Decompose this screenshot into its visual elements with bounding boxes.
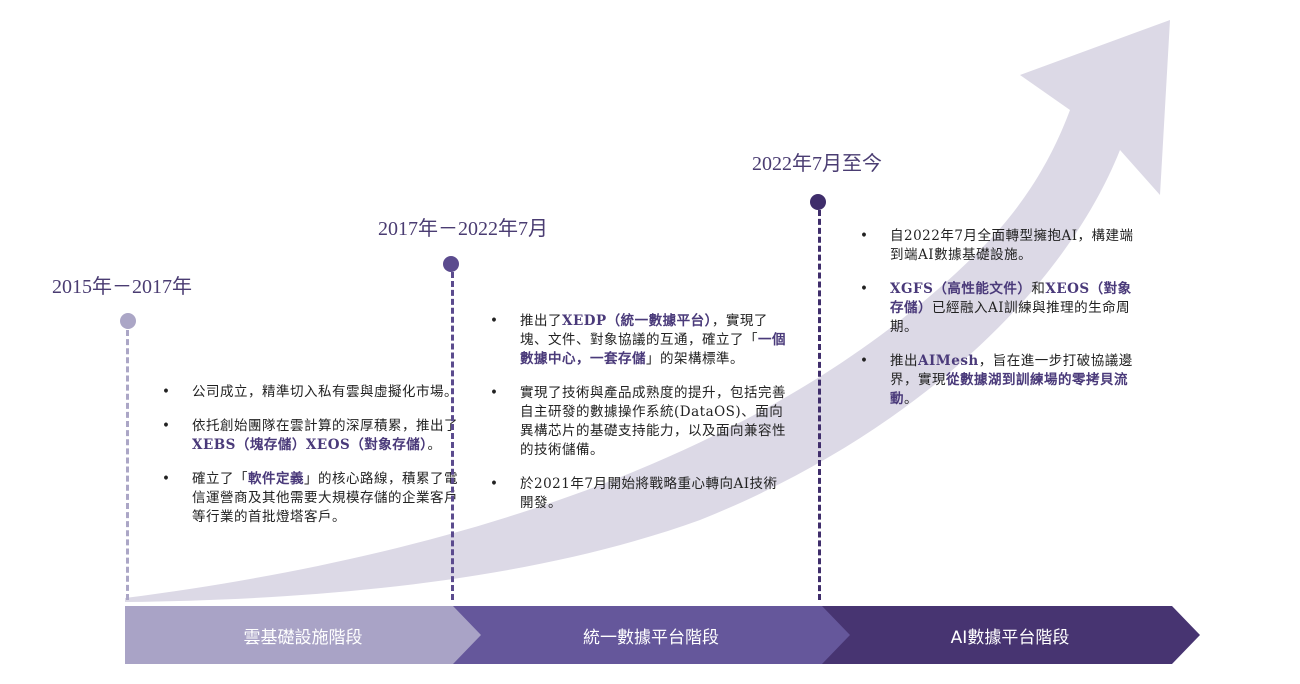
bullet-item: • 自2022年7月全面轉型擁抱AI，構建端到端AI數據基礎設施。 (860, 227, 1140, 265)
bullet-item: • XGFS（高性能文件）和XEOS（對象存儲）已經融入AI訓練與推理的生命周期。 (860, 280, 1140, 337)
bullet-icon: • (490, 313, 499, 329)
bullet-text: 。 (427, 437, 442, 453)
bullet-text: 」的架構標準。 (646, 351, 744, 367)
timeline-dot (443, 256, 459, 272)
timeline-dot (810, 194, 826, 210)
bullet-icon: • (490, 476, 499, 492)
phase-bullets: • 推出了XEDP（統一數據平台），實現了塊、文件、對象協議的互通，確立了「一個數… (490, 312, 790, 528)
highlighted-text: 從數據湖到訓練場的零拷貝流動 (890, 372, 1128, 407)
phase-bullets: • 自2022年7月全面轉型擁抱AI，構建端到端AI數據基礎設施。 • XGFS（高性… (860, 227, 1140, 424)
stage-band-1: 雲基礎設施階段 (125, 606, 481, 664)
stage-band-3: AI數據平台階段 (820, 606, 1200, 664)
phase-year: 2015年－2017年 (52, 276, 192, 298)
bullet-text: 確立了「 (192, 471, 248, 487)
bullet-text: 推出了 (520, 313, 562, 329)
bullet-item: • 實現了技術與產品成熟度的提升，包括完善自主研發的數據操作系統(DataOS)、… (490, 384, 790, 460)
highlighted-text: XEOS（對象存儲） (890, 281, 1132, 316)
highlighted-text: XEDP（統一數據平台） (562, 313, 712, 329)
bullet-text: 推出 (890, 353, 918, 369)
highlighted-text: 一個數據中心，一套存儲 (520, 332, 786, 367)
highlighted-text: 軟件定義 (248, 471, 304, 487)
bullet-icon: • (860, 281, 869, 297)
highlighted-text: XGFS（高性能文件） (890, 281, 1032, 297)
timeline-dashed-line (451, 272, 454, 600)
bullet-item: • 確立了「軟件定義」的核心路線，積累了電信運營商及其他需要大規模存儲的企業客戶等… (162, 470, 462, 527)
bullet-text: ，實現了塊、文件、對象協議的互通，確立了「 (520, 313, 768, 348)
bullet-icon: • (860, 353, 869, 369)
bullet-text: ，旨在進一步打破協議邊界，實現 (890, 353, 1133, 388)
timeline-dot (120, 313, 136, 329)
bullet-text: 依托創始團隊在雲計算的深厚積累，推出了 (192, 418, 458, 434)
phase-year: 2017年－2022年7月 (378, 218, 548, 240)
stage-band-2: 統一數據平台階段 (452, 606, 850, 664)
bullet-text: 公司成立，精準切入私有雲與虛擬化市場。 (192, 384, 458, 400)
growth-arrow-body (125, 20, 1170, 602)
bullet-icon: • (490, 385, 499, 401)
stage-label: AI數據平台階段 (950, 627, 1070, 648)
bullet-text: 已經融入AI訓練與推理的生命周期。 (890, 300, 1131, 335)
highlighted-text: AIMesh (918, 353, 979, 369)
phase-bullets: • 公司成立，精準切入私有雲與虛擬化市場。 • 依托創始團隊在雲計算的深厚積累，推出了… (162, 383, 462, 542)
bullet-text: 實現了技術與產品成熟度的提升，包括完善自主研發的數據操作系統(DataOS)、面… (520, 385, 786, 458)
bullet-icon: • (162, 471, 171, 487)
bullet-text: 和 (1031, 281, 1046, 297)
stage-label: 雲基礎設施階段 (243, 627, 363, 648)
bullet-item: • 依托創始團隊在雲計算的深厚積累，推出了 XEBS（塊存儲）XEOS（對象存儲）。 (162, 417, 462, 455)
bullet-text: 。 (904, 391, 918, 407)
phase-year: 2022年7月至今 (752, 153, 882, 175)
bullet-text: 於2021年7月開始將戰略重心轉向AI技術開發。 (520, 476, 778, 511)
bullet-icon: • (162, 384, 171, 400)
bullet-item: • 於2021年7月開始將戰略重心轉向AI技術開發。 (490, 475, 790, 513)
timeline-dashed-line (818, 210, 821, 600)
bullet-item: • 公司成立，精準切入私有雲與虛擬化市場。 (162, 383, 462, 402)
bullet-item: • 推出AIMesh，旨在進一步打破協議邊界，實現從數據湖到訓練場的零拷貝流動。 (860, 352, 1140, 409)
bullet-icon: • (162, 418, 171, 434)
bullet-icon: • (860, 228, 869, 244)
highlighted-text: XEBS（塊存儲）XEOS（對象存儲） (192, 437, 428, 453)
bullet-item: • 推出了XEDP（統一數據平台），實現了塊、文件、對象協議的互通，確立了「一個數… (490, 312, 790, 369)
bullet-text: 」的核心路線，積累了電信運營商及其他需要大規模存儲的企業客戶等行業的首批燈塔客戶… (192, 471, 458, 525)
stage-label: 統一數據平台階段 (583, 627, 719, 648)
bullet-text: 自2022年7月全面轉型擁抱AI，構建端到端AI數據基礎設施。 (890, 228, 1134, 263)
timeline-dashed-line (126, 330, 129, 600)
